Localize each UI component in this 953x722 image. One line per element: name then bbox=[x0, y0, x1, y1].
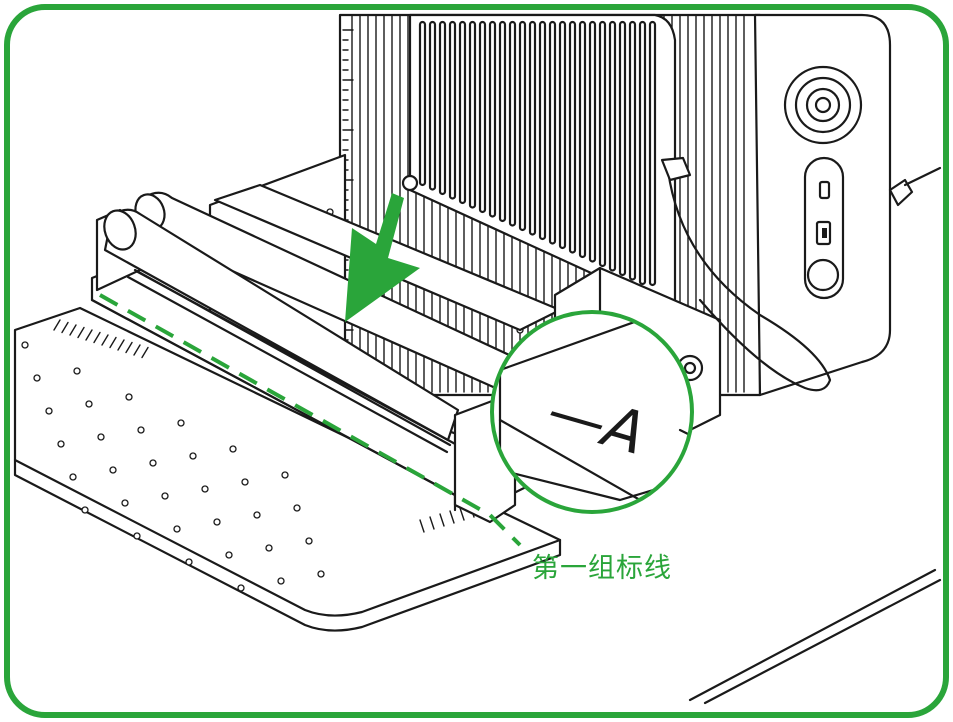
fan-grille-icon bbox=[418, 20, 657, 287]
plate-hole bbox=[293, 504, 301, 512]
plate-hole bbox=[161, 492, 169, 500]
roller-assembly bbox=[90, 156, 832, 524]
plate-hole bbox=[241, 478, 249, 486]
plate-ruler-tick bbox=[125, 341, 133, 354]
plate-hole bbox=[229, 445, 237, 453]
plate-hole bbox=[277, 577, 285, 585]
vent-slot bbox=[598, 20, 607, 268]
plate-hole bbox=[253, 511, 261, 519]
plate-ruler-tick bbox=[439, 513, 445, 527]
vent-slot bbox=[518, 20, 527, 232]
plate-hole bbox=[237, 584, 245, 592]
vent-slot bbox=[538, 20, 547, 241]
vent-slot bbox=[478, 20, 487, 214]
plate-hole bbox=[73, 367, 81, 375]
vent-slot bbox=[488, 20, 497, 218]
plate-hole bbox=[133, 532, 141, 540]
vent-slot bbox=[638, 20, 647, 286]
tower-side-panel bbox=[753, 13, 942, 397]
plate-ruler-tick bbox=[85, 329, 93, 341]
plate-ruler-tick bbox=[77, 326, 85, 339]
power-button-icon bbox=[783, 65, 863, 145]
vent-slot bbox=[558, 20, 567, 250]
plate-ruler-tick bbox=[133, 344, 141, 356]
plate-hole bbox=[317, 570, 325, 578]
plate-ruler-tick bbox=[429, 516, 435, 530]
desk-edge bbox=[688, 568, 937, 702]
vent-slot bbox=[438, 20, 447, 196]
plate-hole bbox=[177, 419, 185, 427]
vent-slot bbox=[498, 20, 507, 223]
plate-hole bbox=[185, 558, 193, 566]
plate-hole bbox=[85, 400, 93, 408]
plate-hole bbox=[45, 407, 53, 415]
plate-hole bbox=[97, 433, 105, 441]
vent-slot bbox=[588, 20, 597, 263]
plate-hole bbox=[33, 374, 41, 382]
laser-tower bbox=[338, 13, 762, 397]
plate-hole bbox=[225, 551, 233, 559]
plate-ruler-tick bbox=[69, 324, 77, 336]
vent-slot bbox=[428, 20, 437, 191]
work-plate bbox=[13, 306, 562, 632]
plate-hole bbox=[265, 544, 273, 552]
plate-hole bbox=[201, 485, 209, 493]
vent-slot bbox=[608, 20, 617, 272]
vent-slot bbox=[448, 20, 457, 200]
vent-slot bbox=[578, 20, 587, 259]
plate-ruler-tick bbox=[109, 336, 117, 349]
plate-hole bbox=[281, 471, 289, 479]
plate-ruler-tick bbox=[419, 519, 425, 533]
plate-hole bbox=[213, 518, 221, 526]
vent-slot bbox=[618, 20, 627, 277]
plate-ruler-tick bbox=[117, 339, 125, 351]
plate-hole bbox=[173, 525, 181, 533]
plate-hole bbox=[81, 506, 89, 514]
plate-ruler-tick bbox=[53, 319, 61, 331]
vent-slot bbox=[628, 20, 637, 281]
vent-slot bbox=[528, 20, 537, 236]
outer-frame bbox=[4, 4, 949, 718]
usb-port-icon bbox=[815, 180, 832, 246]
vent-slot bbox=[468, 20, 477, 209]
plate-ruler-tick bbox=[449, 510, 455, 524]
plate-ruler-tick bbox=[101, 334, 109, 346]
desk-edge-inner bbox=[703, 578, 942, 705]
plate-hole bbox=[121, 499, 129, 507]
plate-hole bbox=[69, 473, 77, 481]
vent-slot bbox=[648, 20, 657, 287]
plate-hole bbox=[57, 440, 65, 448]
vent-slot bbox=[458, 20, 467, 205]
callout-label: 第一组标线 bbox=[532, 553, 672, 584]
plate-ruler-tick bbox=[61, 321, 69, 334]
vent-slot bbox=[418, 20, 427, 187]
plate-hole bbox=[137, 426, 145, 434]
plate-ruler-tick bbox=[141, 346, 149, 359]
plate-ruler-tick bbox=[93, 331, 101, 344]
plate-hole bbox=[305, 537, 313, 545]
plate-hole bbox=[109, 466, 117, 474]
plate-ruler-tick bbox=[459, 507, 465, 521]
plate-hole bbox=[189, 452, 197, 460]
down-arrow-icon bbox=[345, 193, 420, 322]
plate-hole bbox=[125, 393, 133, 401]
vent-slot bbox=[508, 20, 517, 227]
plate-hole bbox=[149, 459, 157, 467]
vent-slot bbox=[548, 20, 557, 245]
plate-holes bbox=[21, 341, 325, 592]
vent-slot bbox=[568, 20, 577, 254]
plate-hole bbox=[21, 341, 29, 349]
